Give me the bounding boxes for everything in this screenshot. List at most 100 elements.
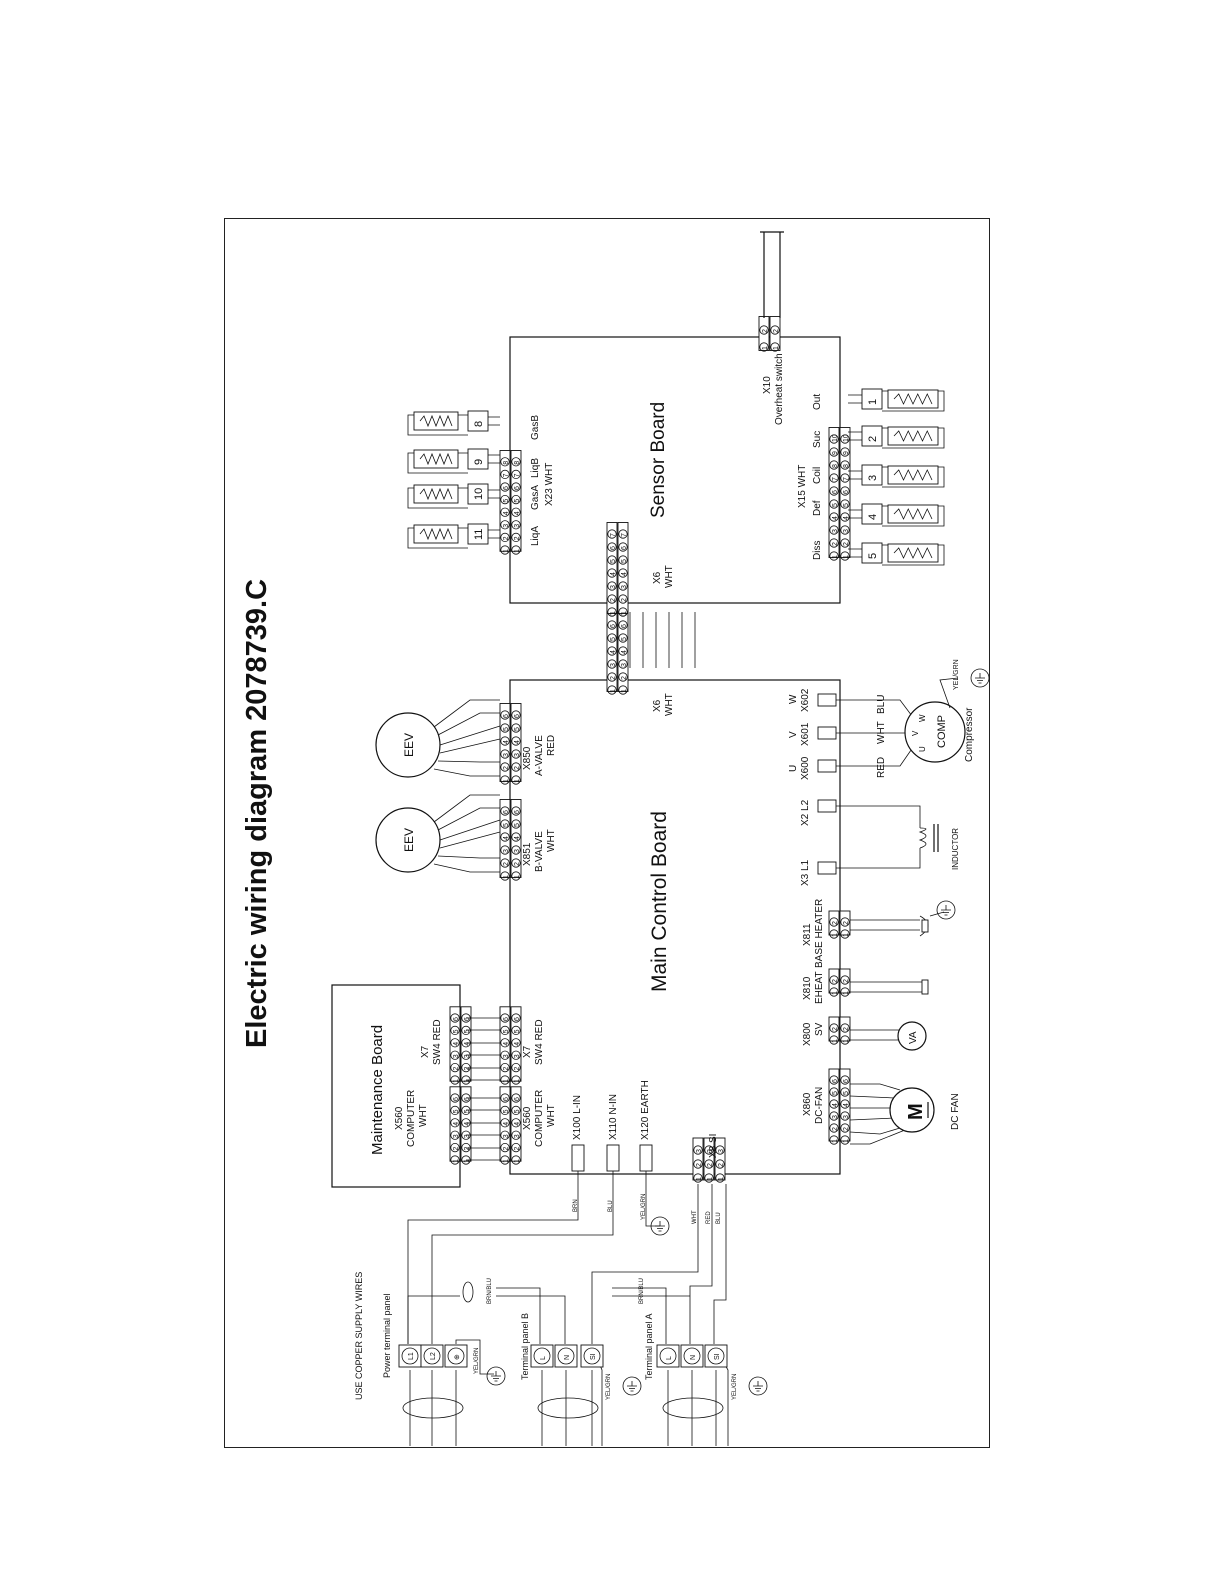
svg-text:X6: X6 [652, 571, 663, 584]
pin-number: 1 [503, 549, 510, 553]
pin-number: 4 [503, 1042, 510, 1046]
sensor-tag [467, 448, 489, 470]
pin [607, 555, 617, 565]
pin-number: 2 [503, 862, 510, 866]
svg-text:GasA: GasA [530, 485, 541, 510]
pin-number: 2 [707, 1163, 714, 1167]
maint-x7-label: X7 SW4 RED [420, 1019, 443, 1065]
pin-number: 7 [832, 477, 839, 481]
pin [829, 434, 839, 444]
pin-number: 3 [832, 529, 839, 533]
svg-text:X811: X811 [802, 923, 813, 946]
pin-number: 4 [514, 1042, 521, 1046]
pin [500, 457, 510, 467]
connector-body [510, 450, 522, 552]
sensor-tag [467, 410, 489, 432]
pin-number: 2 [621, 598, 628, 602]
pin [618, 581, 628, 591]
ground-icon [748, 1376, 768, 1396]
diagram-title: Electric wiring diagram 2078739.C [241, 579, 273, 1048]
pin-number: 6 [832, 1079, 839, 1083]
pin-number: 1 [696, 1177, 703, 1181]
x2-label: X2 L2 [800, 799, 811, 826]
panel-terminal-label: SI [590, 1353, 597, 1360]
svg-text:M: M [905, 1103, 927, 1120]
svg-text:X850: X850 [522, 746, 533, 770]
x15-labels: Diss Def Coil Suc Out X15 WHT [797, 394, 823, 560]
pin-number: 2 [503, 766, 510, 770]
pin [829, 1087, 839, 1097]
panel-terminal [557, 1347, 575, 1365]
maintenance-board [331, 984, 461, 1188]
ground-icon [970, 668, 990, 688]
svg-text:W: W [788, 694, 799, 704]
pin [829, 929, 839, 939]
pin-number: 2 [464, 1147, 471, 1151]
pin [500, 532, 510, 543]
pin [511, 845, 521, 855]
pin [840, 1087, 850, 1097]
pin-number: 2 [464, 1067, 471, 1071]
pin [511, 457, 521, 467]
pin-number: 1 [843, 1139, 850, 1143]
pin [829, 1111, 839, 1121]
pin-number: 6 [503, 1097, 510, 1101]
pin-number: 3 [843, 529, 850, 533]
pin-number: 2 [514, 862, 521, 866]
svg-text:EHEAT: EHEAT [814, 971, 825, 1004]
pin [840, 1075, 850, 1085]
panel-terminal [423, 1347, 441, 1365]
pin [500, 858, 510, 868]
svg-text:COMPUTER: COMPUTER [406, 1090, 417, 1147]
pin-number: 1 [503, 779, 510, 783]
pin-number: 5 [832, 1091, 839, 1095]
x6-harness [616, 612, 696, 668]
pin [840, 1023, 850, 1033]
x10-label: X10 Overheat switch [762, 353, 785, 425]
pin [693, 1159, 703, 1169]
pin [618, 620, 628, 630]
svg-text:U: U [788, 765, 799, 772]
pin [511, 494, 521, 505]
supply-wiring [402, 1171, 729, 1446]
sensor-tag [467, 523, 489, 545]
svg-text:X810: X810 [802, 976, 813, 1000]
pin [759, 325, 769, 335]
pin-number: 1 [503, 875, 510, 879]
pin-number: 5 [453, 1029, 460, 1033]
svg-text:LiqA: LiqA [530, 526, 541, 546]
x3-label: X3 L1 [800, 859, 811, 886]
copper-note: USE COPPER SUPPLY WIRES [354, 1272, 364, 1400]
maint-main-harness [466, 1017, 500, 1161]
svg-text:Out: Out [812, 394, 823, 410]
pin [500, 1063, 510, 1073]
pin-number: 2 [514, 536, 521, 540]
thermistor-zigzag [419, 487, 453, 501]
x110-terminal [606, 1144, 620, 1172]
pin-number: 10 [832, 434, 839, 442]
pin-number: 2 [503, 536, 510, 540]
pin [618, 555, 628, 565]
pin [450, 1143, 460, 1153]
pin [511, 832, 521, 842]
pin-number: 2 [832, 1027, 839, 1031]
pin-number: 6 [843, 490, 850, 494]
sensor-tag [861, 542, 883, 564]
pin [840, 473, 850, 483]
pin-number: 3 [503, 1134, 510, 1138]
pin [607, 568, 617, 578]
svg-text:V: V [788, 731, 799, 738]
svg-text:Overheat switch: Overheat switch [774, 353, 785, 425]
connector-body [510, 799, 522, 878]
pin-number: 5 [503, 499, 510, 503]
pin-number: 2 [832, 1127, 839, 1131]
connector-body [839, 1016, 851, 1042]
pin [829, 486, 839, 496]
connector-body [839, 910, 851, 936]
main-x7-label: X7 SW4 RED [522, 1019, 545, 1065]
svg-text:V: V [911, 730, 920, 736]
pin-number: 2 [453, 1067, 460, 1071]
connector-body [510, 1086, 522, 1162]
